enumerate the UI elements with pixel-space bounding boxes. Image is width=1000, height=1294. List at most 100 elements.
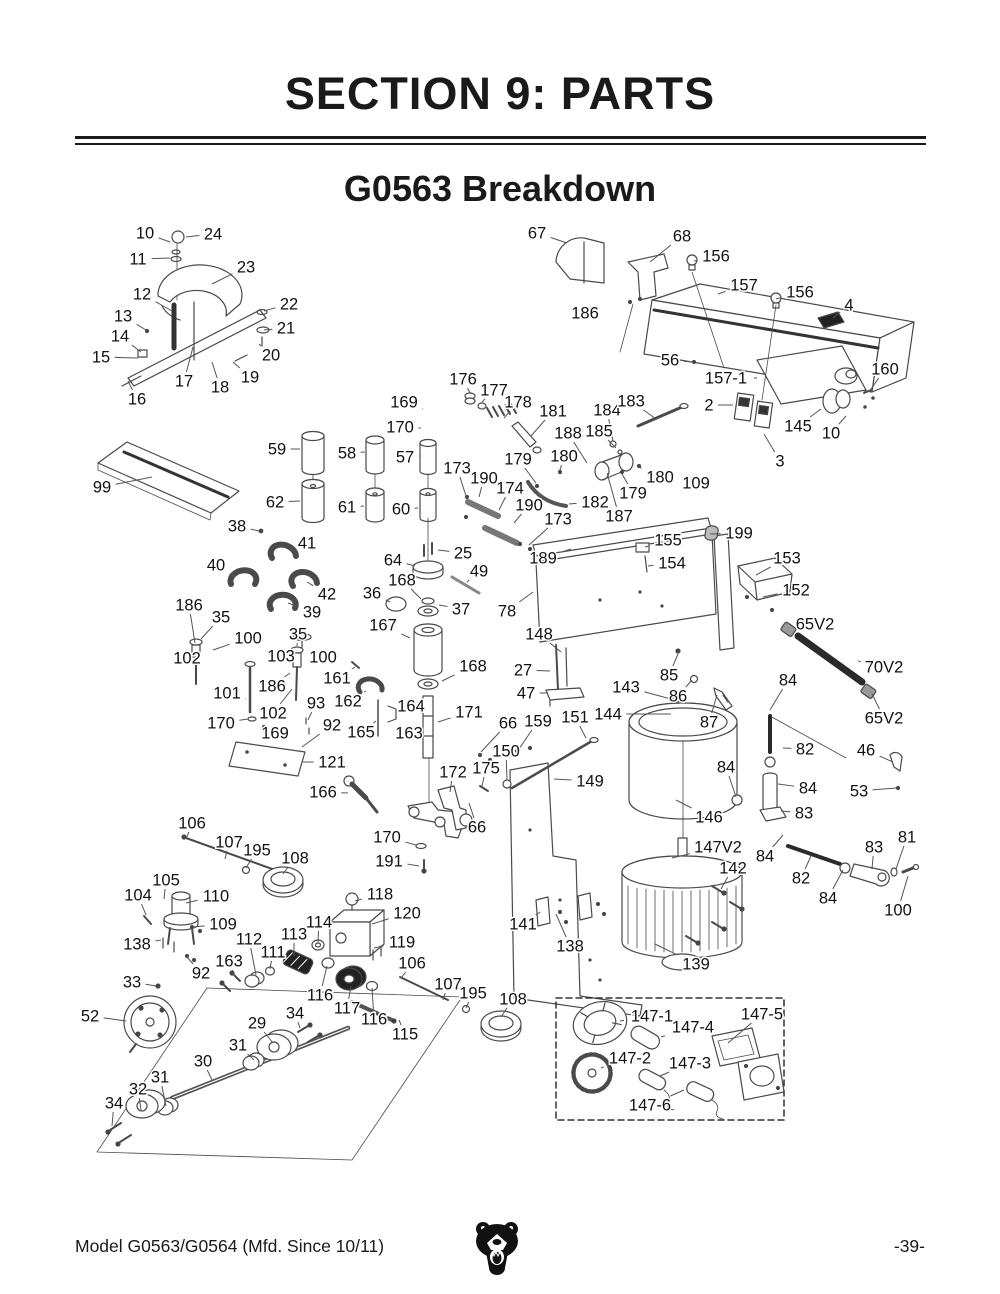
part-label-176: 176 — [449, 371, 477, 389]
part-label-58: 58 — [338, 445, 356, 463]
part-label-14: 14 — [111, 328, 129, 346]
part-label-170: 170 — [207, 715, 235, 733]
leader-line-84 — [769, 688, 784, 711]
leader-line-24 — [185, 235, 200, 238]
leader-line-92 — [186, 956, 194, 965]
leader-line-179 — [621, 473, 629, 485]
part-label-41: 41 — [298, 535, 316, 553]
leader-line-78 — [519, 591, 534, 603]
leader-line-190 — [513, 513, 522, 524]
leader-line-153 — [755, 566, 771, 576]
part-label-66: 66 — [468, 819, 486, 837]
part-label-27: 27 — [514, 662, 532, 680]
leader-line-150 — [505, 759, 508, 781]
leader-line-15 — [114, 356, 139, 359]
leader-line-170 — [239, 718, 249, 721]
leader-line-172 — [449, 780, 453, 793]
leader-line-178 — [503, 410, 511, 419]
leader-line-36 — [385, 599, 391, 603]
part-label-21: 21 — [277, 320, 295, 338]
leader-line-163 — [231, 969, 236, 978]
leader-line-115 — [398, 1019, 402, 1026]
leader-line-12 — [155, 301, 173, 312]
part-label-150: 150 — [492, 743, 520, 761]
leader-line-195 — [465, 1001, 470, 1009]
part-label-36: 36 — [363, 585, 381, 603]
leader-line-171 — [437, 717, 451, 723]
leader-line-85 — [672, 653, 679, 667]
part-label-100: 100 — [234, 630, 262, 648]
leader-line-39 — [287, 602, 299, 608]
leader-line-145 — [809, 408, 822, 418]
part-label-170: 170 — [373, 829, 401, 847]
part-label-121: 121 — [318, 754, 346, 772]
leader-line-116 — [321, 965, 328, 987]
leader-line-114 — [317, 930, 320, 943]
leader-line-102 — [279, 688, 293, 705]
part-label-25: 25 — [454, 545, 472, 563]
part-label-153: 153 — [773, 550, 801, 568]
part-label-68: 68 — [673, 228, 691, 246]
part-label-100: 100 — [309, 649, 337, 667]
part-label-171: 171 — [455, 704, 483, 722]
part-label-157: 157 — [730, 277, 758, 295]
leader-line-179 — [524, 467, 537, 484]
leader-line-41 — [289, 548, 294, 551]
leader-line-52 — [103, 1017, 127, 1022]
leader-line-188 — [573, 441, 588, 464]
part-label-37: 37 — [452, 601, 470, 619]
part-label-117: 117 — [334, 1000, 360, 1018]
part-label-113: 113 — [281, 926, 307, 944]
leader-line-156 — [693, 259, 698, 262]
leader-line-138 — [155, 939, 162, 942]
leader-line-170 — [405, 841, 417, 846]
leader-line-161 — [351, 666, 356, 670]
leader-line-184 — [608, 418, 614, 442]
part-label-161: 161 — [323, 670, 351, 688]
part-label-65V2: 65V2 — [796, 616, 835, 634]
leader-line-35 — [200, 625, 214, 640]
part-label-29: 29 — [248, 1015, 266, 1033]
part-label-147-2: 147-2 — [609, 1050, 651, 1068]
part-label-118: 118 — [367, 886, 393, 904]
leader-line-185 — [607, 439, 617, 449]
part-label-147-3: 147-3 — [669, 1055, 711, 1073]
leader-line-186 — [284, 672, 291, 678]
part-label-149: 149 — [576, 773, 604, 791]
part-label-145: 145 — [784, 418, 812, 436]
part-label-111: 111 — [260, 944, 285, 962]
part-label-163: 163 — [395, 725, 423, 743]
part-label-195: 195 — [459, 985, 487, 1003]
part-label-82: 82 — [796, 741, 814, 759]
leader-line-42 — [306, 581, 314, 587]
leader-line-117 — [348, 985, 352, 1000]
leader-line-186 — [189, 613, 196, 644]
leader-line-195 — [245, 858, 252, 869]
part-label-114: 114 — [306, 914, 332, 932]
part-label-108: 108 — [281, 850, 309, 868]
part-label-78: 78 — [498, 603, 516, 621]
leader-line-107 — [442, 992, 446, 1001]
leader-line-33 — [145, 983, 157, 987]
leader-line-180 — [638, 466, 642, 469]
part-label-167: 167 — [369, 617, 397, 635]
part-label-169: 169 — [390, 394, 418, 412]
part-label-195: 195 — [243, 842, 271, 860]
part-label-61: 61 — [338, 499, 356, 517]
leader-line-180 — [559, 464, 562, 471]
part-label-156: 156 — [786, 284, 814, 302]
leader-line-38 — [250, 528, 260, 532]
leader-line-49 — [466, 579, 470, 583]
part-label-147-1: 147-1 — [631, 1008, 673, 1026]
part-label-34: 34 — [105, 1095, 123, 1113]
leader-line-190 — [478, 486, 483, 498]
part-label-42: 42 — [318, 586, 336, 604]
part-label-108: 108 — [499, 991, 527, 1009]
leader-line-84 — [832, 869, 844, 890]
part-label-112: 112 — [236, 931, 262, 949]
leader-line-40 — [229, 573, 234, 577]
part-label-30: 30 — [194, 1053, 212, 1071]
leader-line-37 — [438, 604, 448, 608]
